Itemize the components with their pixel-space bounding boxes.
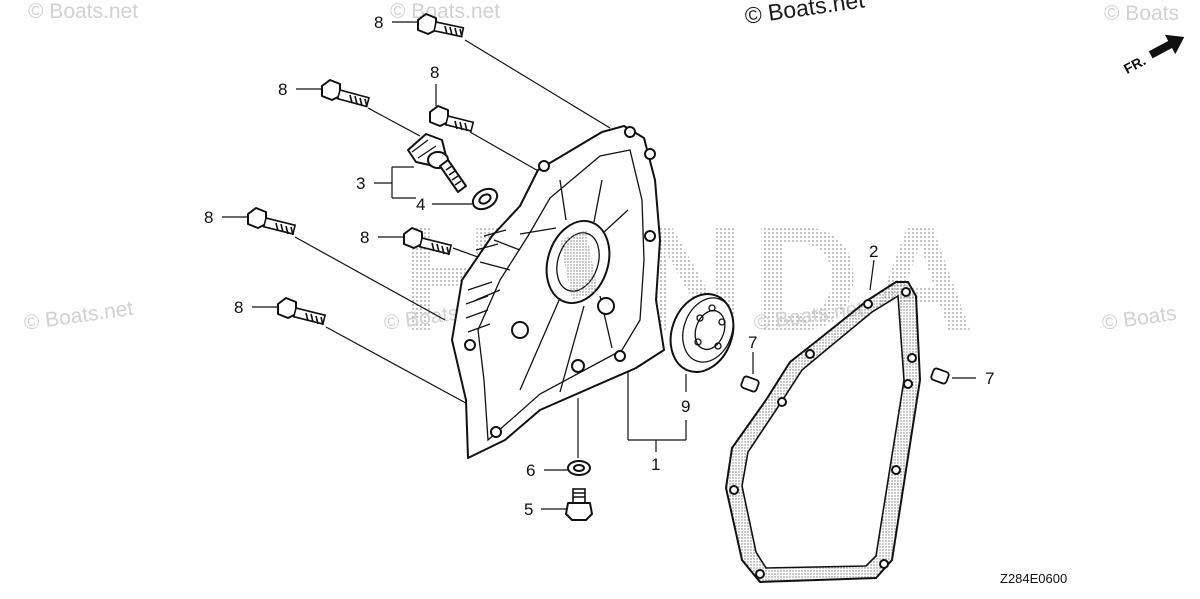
bolt-8-mid-center[interactable] — [403, 227, 453, 256]
callout-9: 9 — [681, 397, 690, 416]
gasket-2[interactable] — [724, 281, 922, 584]
watermark-mid-left: © Boats.net — [22, 297, 134, 335]
bolt-8-upper-left[interactable] — [321, 79, 370, 108]
drain-plug-5[interactable] — [565, 488, 593, 521]
callout-2: 2 — [869, 242, 878, 261]
callout-1: 1 — [651, 455, 660, 474]
diagram-reference-code: Z284E0600 — [1000, 571, 1067, 586]
front-direction-label: FR. — [1121, 52, 1148, 77]
crankcase-cover[interactable] — [451, 125, 665, 459]
bolt-8-lower-left[interactable] — [277, 297, 327, 326]
callout-7-right: 7 — [985, 369, 994, 388]
bolt-8-top[interactable] — [417, 13, 465, 38]
o-ring-4[interactable] — [469, 185, 501, 214]
callout-8-top: 8 — [374, 13, 383, 32]
oil-filler-cap-dipstick[interactable] — [407, 133, 467, 193]
watermark-top-center: © Boats.net — [390, 0, 500, 23]
dowel-pin-7-right[interactable] — [930, 367, 950, 385]
callout-3: 3 — [356, 174, 365, 193]
callout-6: 6 — [526, 461, 535, 480]
callout-7-left: 7 — [748, 333, 757, 352]
callout-8-upper-center: 8 — [430, 63, 439, 82]
callout-4: 4 — [416, 195, 425, 214]
watermark-main: © Boats.net — [743, 0, 867, 29]
bolt-8-upper-center[interactable] — [429, 105, 475, 132]
callout-8-lower-left: 8 — [234, 298, 243, 317]
callout-5: 5 — [524, 500, 533, 519]
dowel-pin-7-left[interactable] — [740, 375, 760, 393]
front-direction-arrow-icon: FR. — [1121, 34, 1185, 77]
callout-labels: 8 8 8 8 8 8 3 4 6 5 1 9 7 7 2 — [204, 13, 994, 519]
washer-6[interactable] — [567, 460, 591, 476]
watermark-top-left: © Boats.net — [28, 0, 138, 23]
bolt-8-mid-left[interactable] — [247, 207, 297, 236]
bearing-9[interactable] — [660, 285, 744, 381]
callout-8-mid-left: 8 — [204, 208, 213, 227]
callout-8-upper-left: 8 — [278, 80, 287, 99]
watermark-right-edge: © Boats — [1100, 302, 1177, 335]
watermark-top-right: © Boats — [1104, 2, 1179, 25]
callout-8-mid-center: 8 — [360, 228, 369, 247]
